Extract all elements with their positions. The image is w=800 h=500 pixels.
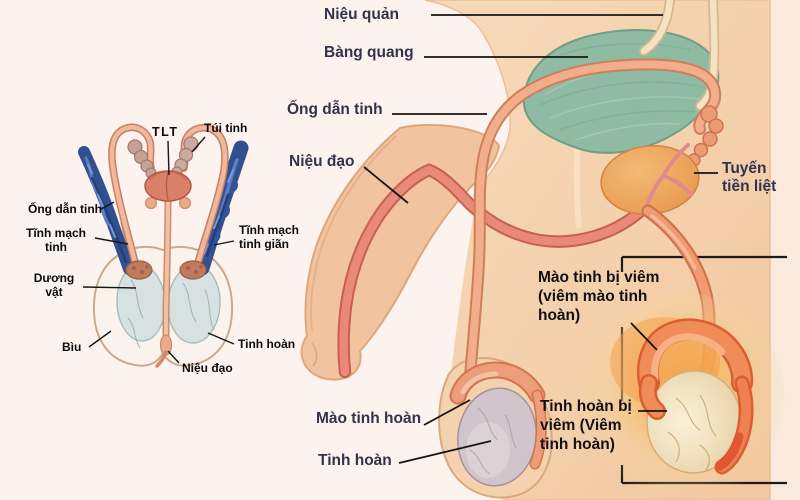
seminal-vesicle — [687, 105, 724, 167]
label-varicose-vein: Tĩnh mạch tinh giãn — [239, 223, 300, 252]
label-epididymis: Mào tinh hoàn — [316, 410, 422, 427]
inflamed-epididymis — [636, 318, 754, 475]
label-seminal-vesicle: Túi tinh — [204, 121, 248, 135]
background-gap — [437, 196, 477, 407]
inflamed-testis-inset — [585, 293, 785, 500]
vas-deferens-tube — [464, 58, 724, 383]
label-urethra-left: Niệu đạo — [182, 361, 233, 375]
testicle-veins — [469, 407, 517, 475]
epididymis — [449, 361, 547, 470]
epididymis-knobs — [125, 260, 207, 280]
pointer-lines-right — [363, 14, 718, 464]
label-bladder: Bàng quang — [324, 44, 414, 61]
label-tlt: TLT — [152, 125, 179, 139]
bulbourethral-glands — [144, 196, 192, 210]
label-vas-deferens: Ống dẫn tinh — [287, 101, 383, 118]
label-spermatic-vein: Tĩnh mạch tinh — [25, 226, 86, 255]
testicles — [116, 264, 221, 349]
testicle-veins — [667, 394, 717, 471]
label-penis: Dương vật — [33, 271, 75, 300]
pointer-lines-left — [82, 136, 235, 364]
right-diagram — [300, 0, 800, 500]
label-prostate: Tuyến tiền liệt — [722, 160, 777, 196]
label-testicle: Tinh hoàn — [318, 452, 392, 469]
left-diagram — [78, 123, 249, 368]
penis-shaft-line — [310, 135, 397, 332]
spermatic-veins-left — [78, 146, 135, 275]
urethra-tube — [337, 163, 650, 379]
urethra-left — [155, 194, 173, 368]
glans-line — [311, 342, 318, 367]
label-scrotum: Bìu — [62, 340, 82, 354]
label-urethra: Niệu đạo — [289, 153, 355, 170]
label-epididymitis: Mào tinh bị viêm (viêm mào tinh hoàn) — [538, 269, 660, 324]
label-testicle-left: Tinh hoàn — [238, 337, 296, 351]
label-ureter: Niệu quản — [324, 6, 399, 23]
label-vas-deferens-left: Ống dẫn tinh — [28, 202, 102, 216]
varicose-veins-right — [194, 140, 249, 276]
label-orchitis: Tinh hoàn bị viêm (Viêm tinh hoàn) — [540, 398, 632, 453]
prostate-left — [144, 170, 192, 202]
normal-testis — [449, 361, 547, 487]
